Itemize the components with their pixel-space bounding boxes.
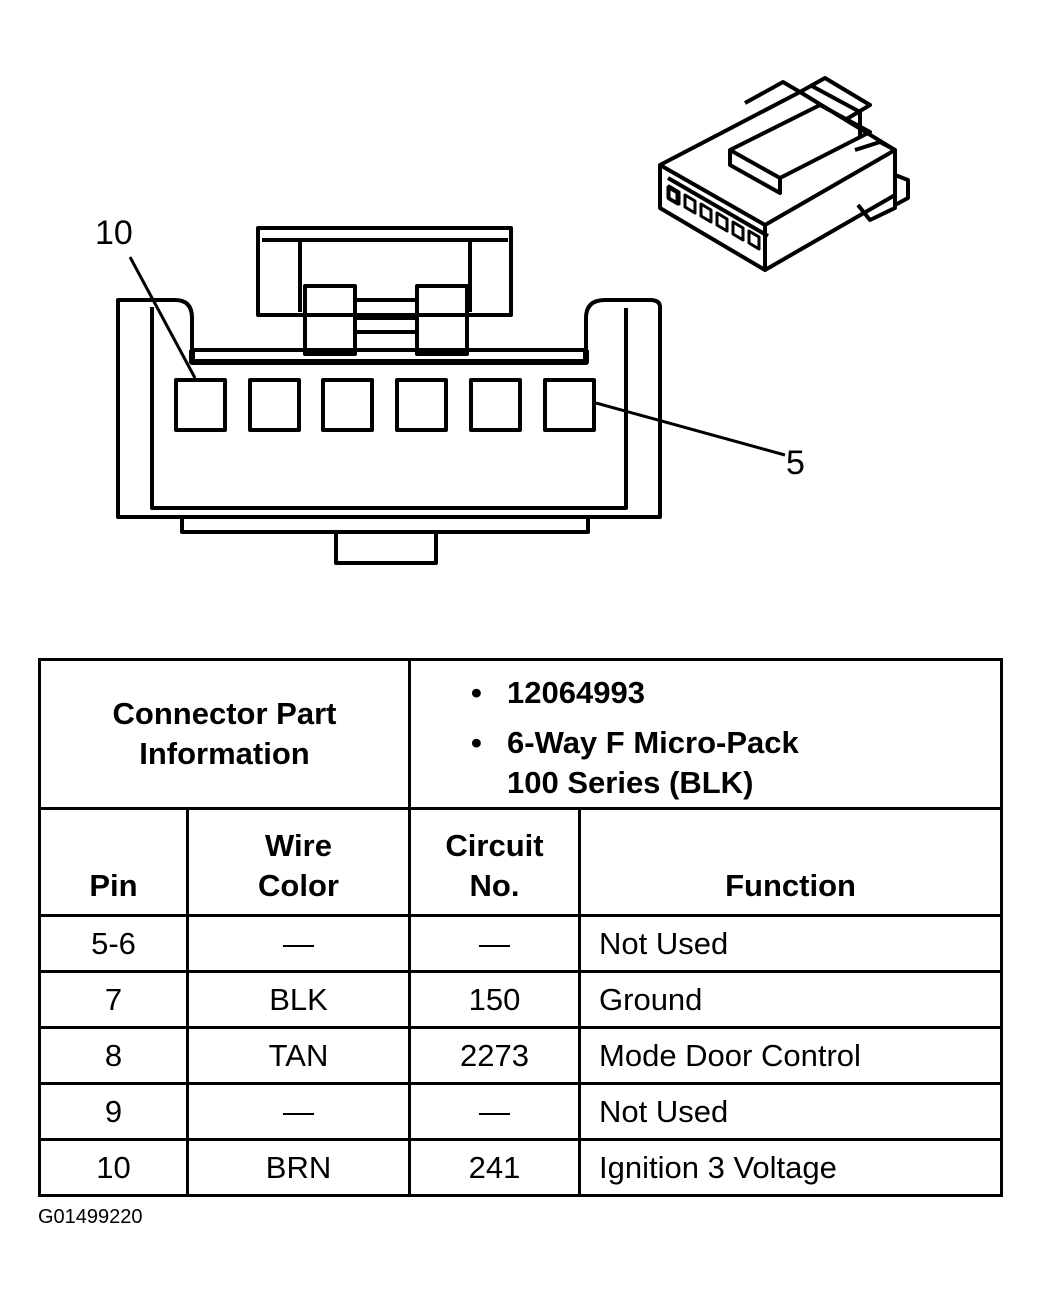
connector-isometric-view (658, 76, 910, 272)
table-row: 7 BLK 150 Ground (38, 970, 1004, 1029)
wire-color-cell: — (185, 1082, 412, 1141)
wire-color-cell: BRN (185, 1138, 412, 1197)
wire-color-cell: BLK (185, 970, 412, 1029)
connector-front-view (116, 226, 662, 565)
circuit-cell: — (408, 914, 582, 973)
connector-pinout-table: Connector Part Information 12064993 6-Wa… (37, 658, 1004, 1197)
pin-5-leader-line (595, 401, 786, 457)
pin-cell: 7 (38, 970, 189, 1029)
pin-cell: 5-6 (38, 914, 189, 973)
function-cell: Mode Door Control (578, 1026, 1004, 1085)
part-number: 12064993 (471, 673, 1000, 713)
table-row: 10 BRN 241 Ignition 3 Voltage (38, 1138, 1004, 1197)
connector-part-label-line2: Information (139, 736, 310, 771)
pin-cell: 10 (38, 1138, 189, 1197)
pin-cell: 8 (38, 1026, 189, 1085)
pin-5-callout: 5 (786, 444, 805, 482)
circuit-cell: — (408, 1082, 582, 1141)
function-cell: Ignition 3 Voltage (578, 1138, 1004, 1197)
circuit-cell: 150 (408, 970, 582, 1029)
connector-description-line2: 100 Series (BLK) (507, 765, 754, 800)
connector-diagram (116, 76, 910, 565)
connector-part-info-values: 12064993 6-Way F Micro-Pack 100 Series (… (408, 658, 1004, 810)
pin-10-callout: 10 (95, 214, 133, 252)
header-wire-color: Wire Color (185, 807, 412, 917)
table-row: 9 — — Not Used (38, 1082, 1004, 1141)
table-row: 5-6 — — Not Used (38, 914, 1004, 973)
circuit-cell: 241 (408, 1138, 582, 1197)
header-circuit-no: Circuit No. (408, 807, 582, 917)
connector-description: 6-Way F Micro-Pack 100 Series (BLK) (471, 723, 1000, 803)
circuit-cell: 2273 (408, 1026, 582, 1085)
header-function: Function (578, 807, 1004, 917)
function-cell: Ground (578, 970, 1004, 1029)
pin-10-leader-line (128, 256, 197, 379)
header-pin: Pin (38, 807, 189, 917)
wire-color-cell: TAN (185, 1026, 412, 1085)
function-cell: Not Used (578, 914, 1004, 973)
function-cell: Not Used (578, 1082, 1004, 1141)
connector-part-info-label: Connector Part Information (37, 658, 412, 810)
pin-cell: 9 (38, 1082, 189, 1141)
connector-description-line1: 6-Way F Micro-Pack (507, 725, 799, 760)
table-row: 8 TAN 2273 Mode Door Control (38, 1026, 1004, 1085)
wire-color-cell: — (185, 914, 412, 973)
connector-part-label-line1: Connector Part (112, 696, 337, 731)
figure-id: G01499220 (38, 1206, 143, 1228)
